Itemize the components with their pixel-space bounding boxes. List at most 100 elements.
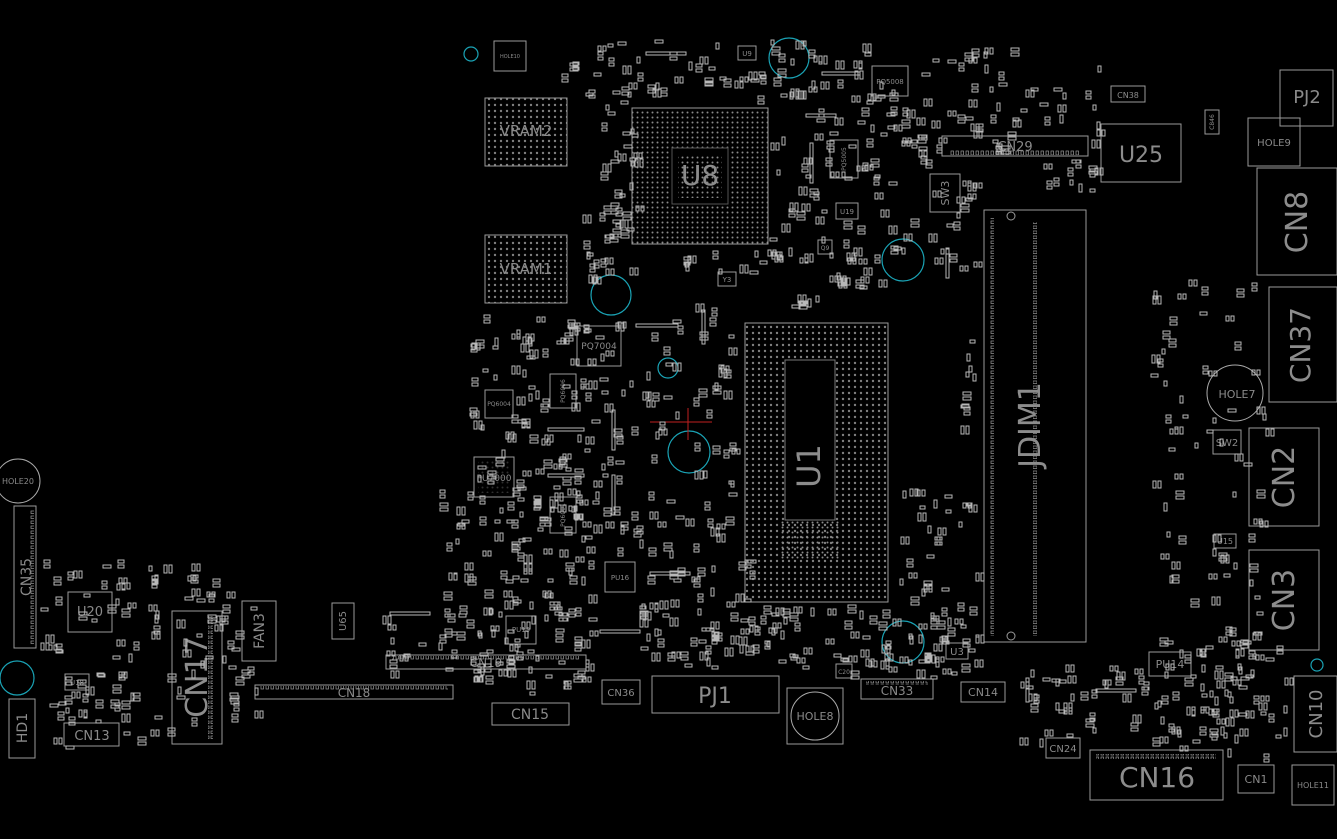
smd-pad [1214,696,1219,706]
chip-pu14[interactable]: PU14 [1148,651,1192,677]
smd-pad [1220,726,1225,736]
smd-pad [832,608,837,616]
smd-pad [1012,119,1017,128]
smd-pad [637,77,644,82]
connector-cn24[interactable]: CN24 [1045,737,1081,759]
connector-cn19[interactable]: CN19 [385,654,587,670]
smd-pad [791,304,801,309]
smd-pad [640,205,645,212]
smd-pad [1066,733,1074,738]
hole-hole10[interactable]: HOLE10 [493,40,527,72]
chip-u19[interactable]: U19 [835,202,859,220]
smd-pad [862,635,871,640]
smd-pad [1200,683,1205,692]
smd-pad [1160,553,1165,560]
smd-pad [729,447,737,452]
smd-pad [1080,696,1089,701]
smd-pad [1237,679,1242,686]
smd-pad [699,336,709,341]
smd-pad [78,611,88,616]
smd-pad [483,319,491,324]
connector-cn3[interactable]: CN3 [1248,549,1320,651]
smd-pad [151,631,156,640]
smd-pad [613,506,621,511]
connector-cn18[interactable]: CN18 [254,684,454,700]
cap-c20[interactable]: C20 [835,663,853,679]
hole-hole8[interactable]: HOLE8 [786,687,844,745]
chip-pq6004[interactable]: PQ6004 [484,389,514,419]
smd-pad [456,506,461,516]
smd-pad [1234,453,1239,462]
smd-pad [504,637,509,645]
connector-cn8[interactable]: CN8 [1256,167,1337,276]
smd-pad [151,579,158,584]
smd-pad [1114,665,1119,672]
hole-hole7[interactable]: HOLE7 [1206,364,1264,422]
smd-pad [750,645,755,653]
chip-pq5005[interactable]: PQ5005 [829,139,859,179]
chip-u8[interactable]: U8 [631,107,769,245]
chip-pu15[interactable]: PU15 [505,615,537,645]
connector-cn16[interactable]: CN16 [1089,749,1224,801]
connector-cn37[interactable]: CN37 [1268,286,1337,403]
chip-u9[interactable]: U9 [737,45,757,61]
smd-pad [1192,739,1201,744]
chip-u65[interactable]: U65 [331,602,355,640]
chip-pu16[interactable]: PU16 [604,561,636,593]
smd-pad [483,314,491,319]
smd-pad [958,521,963,528]
smd-pad [507,506,515,511]
connector-cn33[interactable]: CN33 [860,678,934,700]
chip-u18[interactable]: U18 [64,673,90,691]
smd-pad [1208,370,1213,377]
smd-pad [153,625,161,630]
connector-fan3[interactable]: FAN3 [241,600,277,662]
connector-cn1[interactable]: CN1 [1237,764,1275,794]
connector-cn15[interactable]: CN15 [491,702,570,726]
chip-u25[interactable]: U25 [1100,123,1182,183]
connector-hd1[interactable]: HD1 [8,698,36,759]
chip-vram1[interactable]: VRAM1 [484,234,568,304]
connector-cn10[interactable]: CN10 [1293,675,1337,753]
smd-pad [1122,693,1127,703]
smd-pad [907,137,912,144]
chip-u20[interactable]: U20 [67,591,113,633]
smd-pad [855,284,865,289]
hole-hole9[interactable]: HOLE9 [1247,117,1301,167]
smd-pad [229,692,239,697]
connector-cn35[interactable]: CN35 [13,505,37,649]
cap-c846[interactable]: C846 [1204,109,1220,135]
smd-pad [908,659,913,666]
connector-cn38[interactable]: CN38 [1110,85,1146,103]
connector-cn13[interactable]: CN13 [63,722,120,747]
smd-pad [1244,728,1249,737]
smd-pad [43,559,51,564]
chip-pq7004[interactable]: PQ7004 [576,325,622,367]
chip-pq6001-label: PQ6001 [560,503,567,527]
hole-hole20[interactable]: HOLE20 [0,458,41,504]
connector-cn2[interactable]: CN2 [1248,427,1320,527]
smd-pad [1200,706,1205,714]
crystal-y3[interactable]: Y3 [717,271,737,287]
smd-pad [655,431,660,440]
smd-pad [864,52,872,57]
chip-u1[interactable]: U1 [744,322,889,603]
chip-u15[interactable]: U15 [1213,533,1237,549]
smd-pad [95,704,104,709]
chip-u3[interactable]: U3 [945,642,969,660]
hole-hole11[interactable]: HOLE11 [1291,764,1335,806]
connector-jdim1[interactable]: JDIM1 [983,209,1087,643]
chip-pq5008[interactable]: PQ5008 [871,65,909,97]
connector-cn29[interactable]: CN29 [941,135,1089,157]
switch-sw2[interactable]: SW2 [1212,429,1242,455]
connector-cn36[interactable]: CN36 [601,679,641,705]
smd-pad [516,656,524,661]
smd-pad [221,615,226,623]
switch-sw3[interactable]: SW3 [929,173,961,213]
connector-cn14[interactable]: CN14 [960,681,1006,703]
smd-pad [503,669,508,677]
smd-pad [67,571,74,576]
connector-pj2[interactable]: PJ2 [1279,69,1334,127]
connector-pj1[interactable]: PJ1 [651,675,780,714]
chip-vram2[interactable]: VRAM2 [484,97,568,167]
